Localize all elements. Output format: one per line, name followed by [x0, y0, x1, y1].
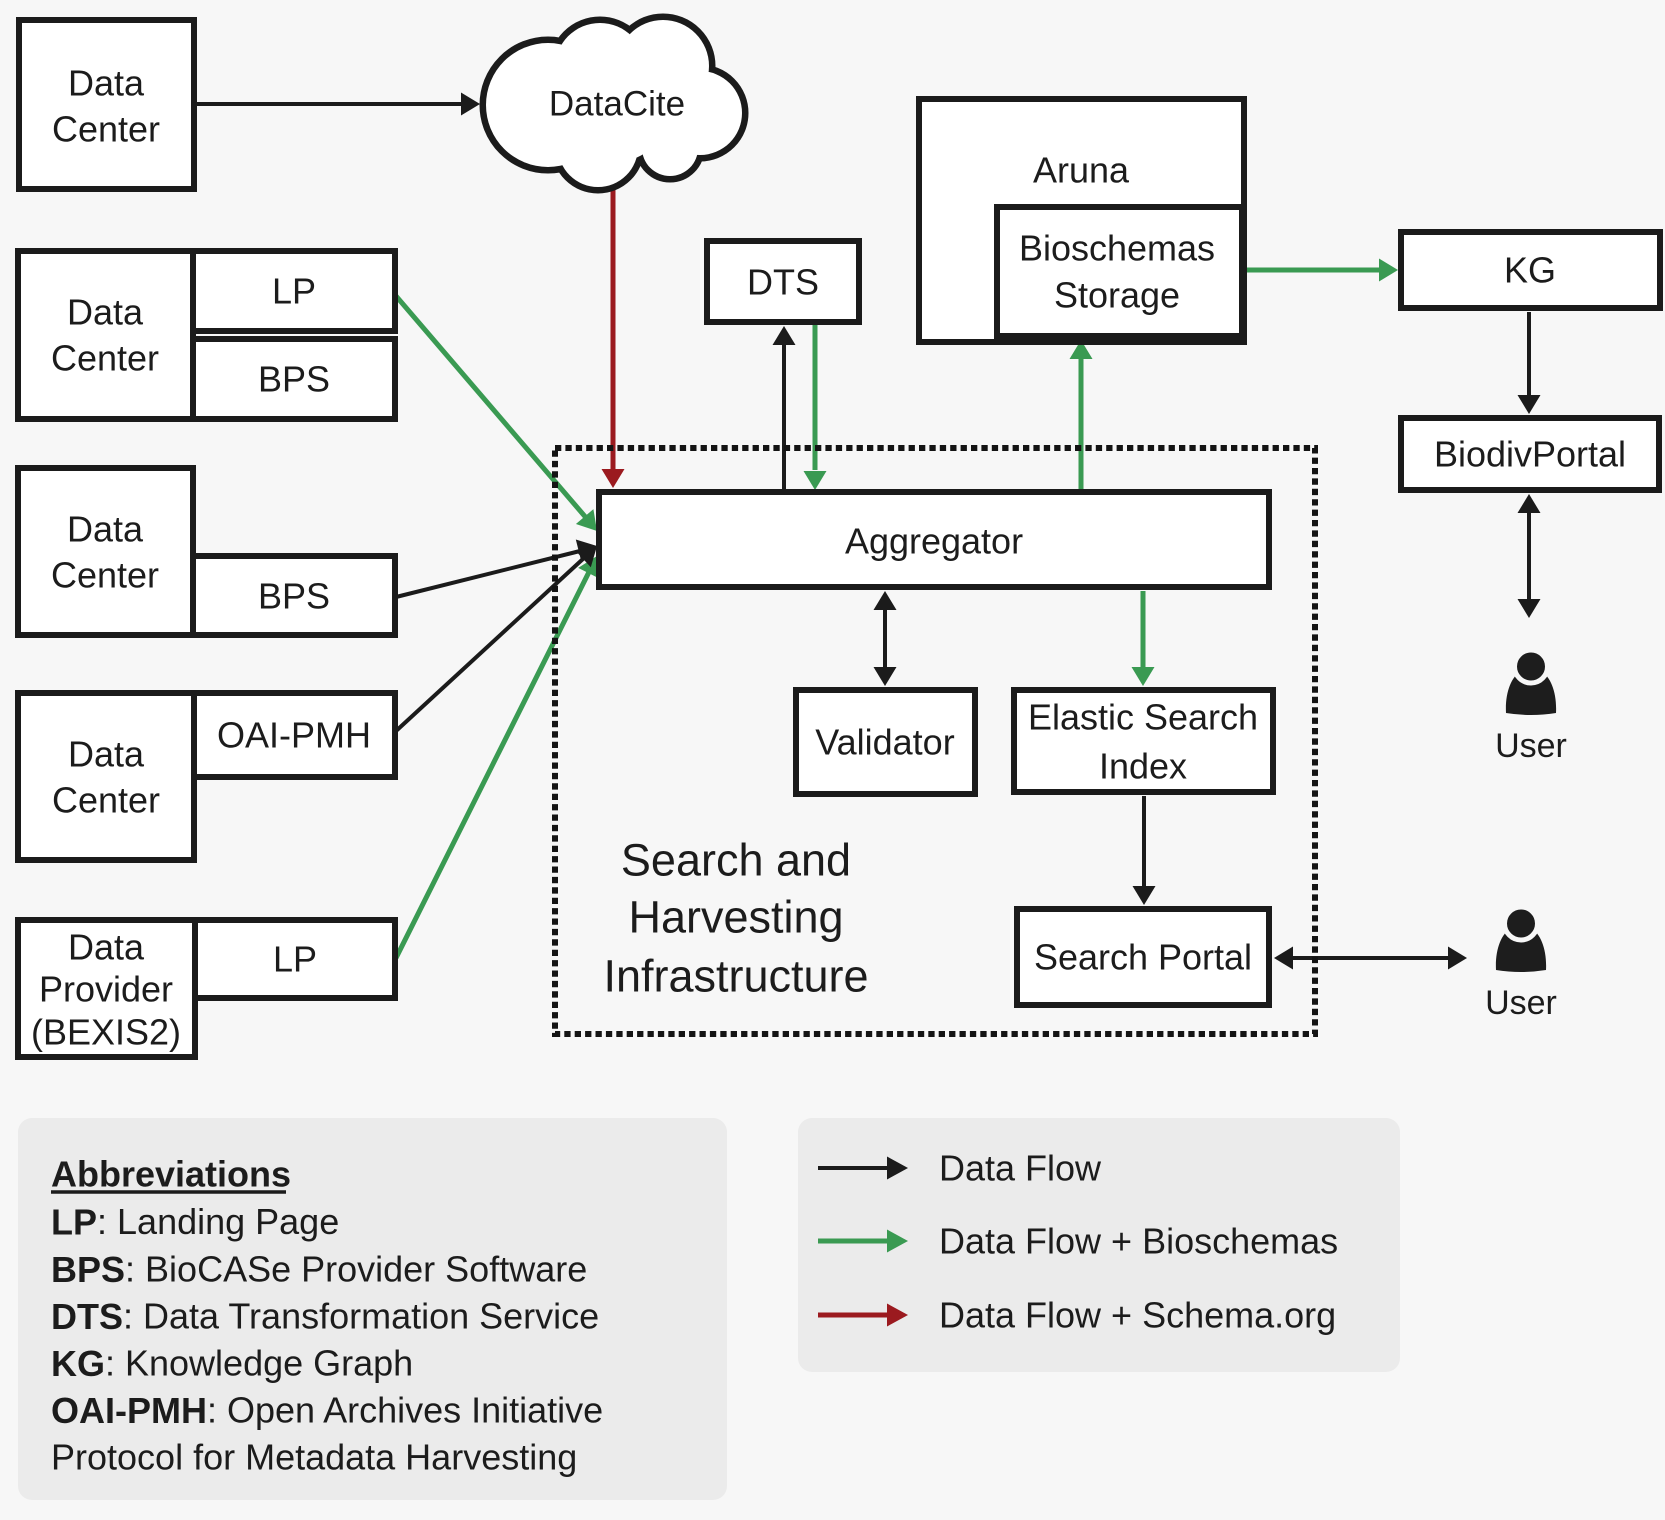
svg-text:Data: Data [68, 734, 145, 775]
svg-text:Data: Data [67, 509, 144, 550]
svg-text:Data: Data [68, 63, 145, 104]
svg-text:Search and: Search and [621, 835, 851, 886]
svg-text:Search Portal: Search Portal [1034, 937, 1252, 978]
svg-text:Center: Center [51, 555, 159, 596]
svg-text:Provider: Provider [39, 969, 173, 1010]
svg-text:User: User [1495, 727, 1567, 765]
svg-text:DataCite: DataCite [549, 85, 685, 124]
svg-text:Center: Center [51, 338, 159, 379]
svg-text:Center: Center [52, 109, 160, 150]
svg-text:Infrastructure: Infrastructure [603, 951, 868, 1002]
svg-text:DTS: Data Transformation Servi: DTS: Data Transformation Service [51, 1296, 599, 1337]
svg-text:Bioschemas: Bioschemas [1019, 228, 1215, 269]
svg-text:BPS: BioCASe Provider Software: BPS: BioCASe Provider Software [51, 1249, 587, 1290]
svg-text:Storage: Storage [1054, 275, 1180, 316]
svg-text:Aruna: Aruna [1033, 150, 1130, 191]
svg-text:OAI-PMH: OAI-PMH [217, 715, 371, 756]
svg-text:Harvesting: Harvesting [628, 892, 843, 943]
svg-text:BiodivPortal: BiodivPortal [1434, 434, 1626, 475]
svg-text:Validator: Validator [815, 722, 954, 763]
svg-text:LP: Landing Page: LP: Landing Page [51, 1201, 339, 1242]
svg-text:Protocol for Metadata Harvesti: Protocol for Metadata Harvesting [51, 1437, 577, 1478]
svg-text:Data Flow + Bioschemas: Data Flow + Bioschemas [939, 1221, 1338, 1262]
svg-text:Abbreviations: Abbreviations [51, 1154, 291, 1195]
svg-text:KG: KG [1504, 250, 1556, 291]
svg-text:User: User [1485, 984, 1557, 1022]
svg-text:Center: Center [52, 780, 160, 821]
svg-text:Data Flow: Data Flow [939, 1148, 1102, 1189]
svg-text:Elastic Search: Elastic Search [1028, 697, 1258, 738]
svg-text:(BEXIS2): (BEXIS2) [31, 1012, 181, 1053]
svg-text:OAI-PMH: Open Archives Initiat: OAI-PMH: Open Archives Initiative [51, 1390, 603, 1431]
svg-text:LP: LP [273, 939, 317, 980]
svg-text:BPS: BPS [258, 576, 330, 617]
svg-text:BPS: BPS [258, 359, 330, 400]
svg-text:Data Flow + Schema.org: Data Flow + Schema.org [939, 1295, 1336, 1336]
svg-text:Data: Data [68, 927, 145, 968]
svg-text:LP: LP [272, 271, 316, 312]
svg-text:Data: Data [67, 292, 144, 333]
svg-text:Index: Index [1099, 746, 1187, 787]
svg-text:KG: Knowledge Graph: KG: Knowledge Graph [51, 1343, 413, 1384]
svg-text:Aggregator: Aggregator [845, 521, 1023, 562]
svg-text:DTS: DTS [747, 262, 819, 303]
